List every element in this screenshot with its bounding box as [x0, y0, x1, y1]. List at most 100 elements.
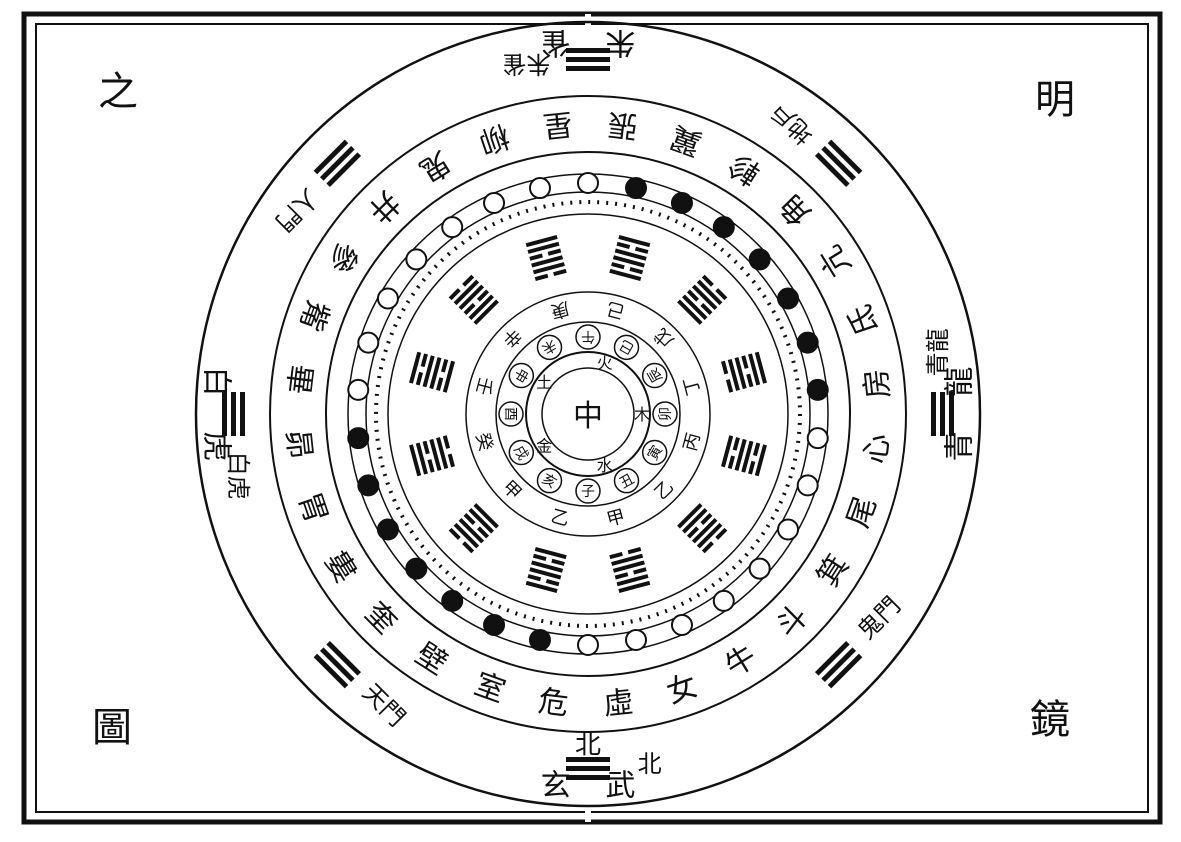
element-char: 水 — [597, 456, 613, 475]
ring-mansions-inner — [325, 151, 851, 677]
branch-circle — [641, 439, 668, 466]
moon-phase-mark — [528, 628, 551, 651]
ring-outer — [194, 20, 982, 808]
mansion-char: 井 — [361, 183, 407, 229]
moon-phase-mark — [577, 172, 599, 194]
branch-circle — [536, 467, 563, 494]
element-char: 金 — [536, 437, 552, 456]
mansion-char: 斗 — [769, 599, 815, 645]
direction-char: 朱 — [605, 25, 635, 60]
trigram-mark — [313, 139, 362, 188]
hexagram-mark — [448, 274, 499, 325]
element-char: 木 — [634, 405, 650, 424]
hexagram-mark — [409, 435, 455, 477]
direction-char: 龍 — [942, 367, 977, 397]
stem-char: 壬 — [471, 375, 496, 398]
branch-circle — [575, 324, 601, 350]
stem-char: 甲 — [605, 506, 628, 531]
mansion-char: 尾 — [841, 492, 884, 532]
hexagram-mark — [677, 503, 728, 554]
mansion-char: 危 — [536, 684, 570, 722]
trigram-mark — [566, 757, 610, 780]
gate-label: 北 — [638, 750, 662, 778]
direction-char: 雀 — [541, 25, 571, 60]
mansion-char: 參 — [320, 235, 366, 279]
mansion-char: 角 — [773, 187, 819, 233]
mansion-char: 張 — [606, 106, 640, 144]
moon-phase-mark — [528, 177, 551, 200]
direction-char: 青 — [942, 431, 977, 461]
branch-char: 辰 — [645, 365, 666, 385]
north-label: 北 — [575, 730, 601, 760]
ring-mansions-outer — [269, 95, 907, 733]
mansion-char: 婁 — [317, 545, 363, 589]
moon-phase-mark — [806, 378, 829, 401]
gate-label: 青龍 — [924, 328, 952, 376]
moon-phase-mark — [748, 557, 771, 580]
branch-char: 子 — [581, 484, 595, 500]
direction-char: 虎 — [199, 431, 234, 461]
branch-char: 巳 — [617, 336, 637, 357]
branch-char: 丑 — [617, 471, 637, 492]
mansion-char: 觜 — [292, 296, 335, 336]
moon-phase-mark — [483, 191, 506, 214]
mansion-char: 箕 — [811, 549, 857, 593]
moon-phase-mark — [441, 589, 464, 612]
branch-circle — [613, 467, 640, 494]
hexagram-mark — [609, 235, 651, 281]
branch-char: 戌 — [510, 443, 531, 463]
mansion-char: 胃 — [291, 488, 334, 528]
corner-char-top-right: 明 — [1035, 77, 1075, 123]
branch-circle — [575, 478, 601, 504]
trigram-mark — [931, 392, 954, 436]
moon-phase-mark — [712, 589, 735, 612]
mansion-char: 房 — [859, 367, 897, 400]
trigram-mark — [313, 640, 362, 689]
stem-char: 己 — [605, 297, 628, 322]
hexagram-mark — [448, 503, 499, 554]
branch-char: 未 — [539, 336, 559, 357]
hexagram-mark — [525, 547, 567, 593]
branch-circle — [652, 401, 678, 427]
hexagram-mark — [609, 547, 651, 593]
moon-phase-mark — [577, 634, 599, 656]
trigram-mark — [222, 392, 245, 436]
moon-phase-mark — [748, 248, 771, 271]
mansion-char: 奎 — [357, 595, 403, 641]
moon-phase-mark — [376, 287, 399, 310]
moon-phase-mark — [376, 518, 399, 541]
ring-branches — [495, 321, 681, 507]
stem-char: 乙 — [549, 506, 572, 531]
moon-phase-mark — [405, 248, 428, 271]
hexagram-mark — [409, 351, 455, 393]
gate-label: 朱雀 — [502, 50, 550, 78]
mansion-char: 亢 — [813, 239, 859, 283]
corner-char-bottom-left: 圖 — [92, 705, 132, 751]
gate-label: 白虎 — [224, 452, 252, 500]
hexagram-mark — [721, 435, 767, 477]
direction-char: 白 — [199, 367, 234, 397]
gate-label: 人門 — [270, 183, 324, 237]
mansion-char: 心 — [858, 432, 896, 466]
direction-char: 玄 — [541, 768, 571, 803]
stem-char: 丁 — [680, 375, 705, 398]
gate-label: 天門 — [357, 678, 411, 732]
moon-phase-mark — [405, 557, 428, 580]
moon-phase-mark — [441, 216, 464, 239]
branch-circle — [508, 362, 535, 389]
ring-center-inner — [541, 367, 635, 461]
direction-char: 武 — [605, 768, 635, 803]
mansion-char: 女 — [662, 668, 702, 711]
moon-phase-mark — [483, 614, 506, 637]
branch-char: 申 — [510, 365, 531, 385]
stem-char: 庚 — [549, 297, 572, 322]
mansion-char: 翼 — [666, 118, 706, 161]
branch-char: 酉 — [502, 407, 518, 421]
moon-phase-mark — [625, 177, 648, 200]
moon-phase-mark — [796, 331, 819, 354]
moon-phase-mark — [347, 427, 370, 450]
mansion-char: 柳 — [474, 117, 514, 160]
gate-label: 地戶 — [765, 96, 819, 150]
moon-phase-mark — [357, 331, 380, 354]
